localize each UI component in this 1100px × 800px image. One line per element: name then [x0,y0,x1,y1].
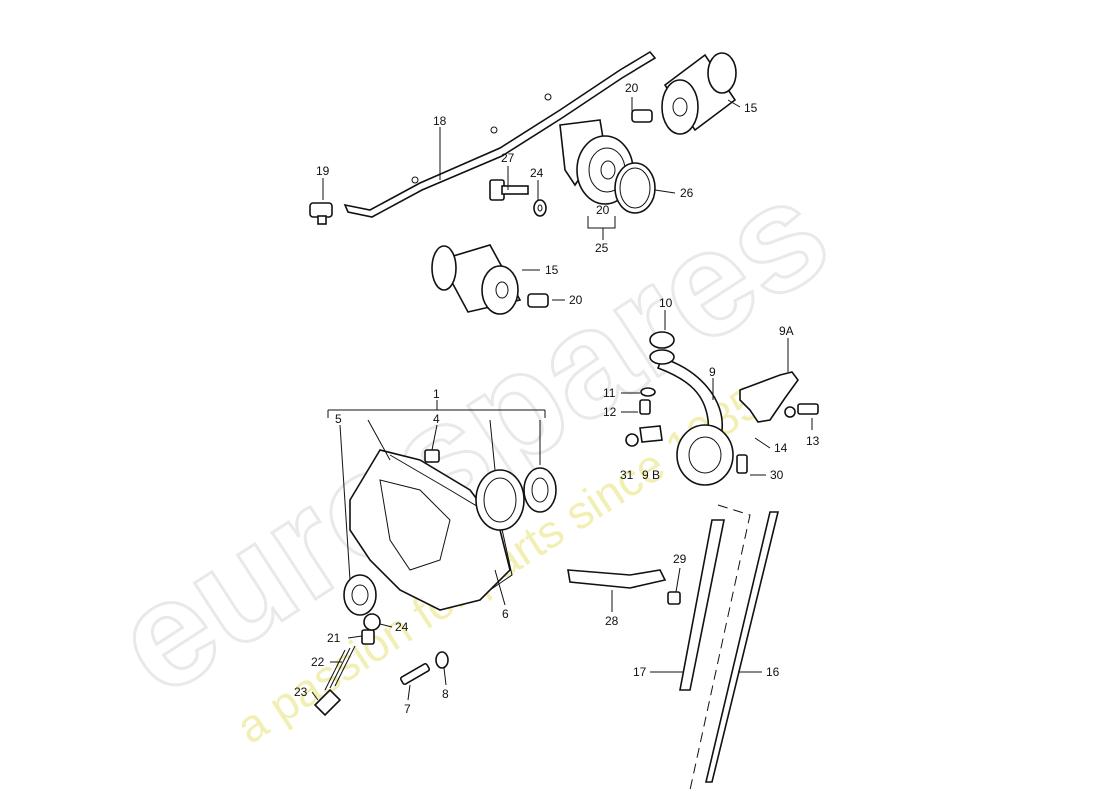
callout-20-lower: 20 [569,293,583,307]
dipstick-frame [689,504,751,791]
callout-28: 28 [605,614,619,628]
clamp-9b [639,425,663,443]
plug-23 [313,688,342,717]
callout-4: 4 [433,412,440,426]
callout-31: 31 [620,468,634,482]
callout-24-pump: 24 [395,620,409,634]
callout-24-top: 24 [530,166,544,180]
callout-23: 23 [294,685,308,699]
nut-31 [625,433,639,447]
washer-14 [784,406,796,418]
washer-24-top [533,199,547,217]
callout-7: 7 [404,702,411,716]
callout-20-top: 20 [625,81,639,95]
nipple-20-lower [527,293,549,308]
callout-21: 21 [327,631,341,645]
hollow-bolt-27 [489,179,529,201]
washer-24-pump [363,613,381,631]
callout-27: 27 [501,151,515,165]
callout-9a: 9A [779,324,794,338]
callout-15-top: 15 [744,101,758,115]
bolt-4 [424,449,440,463]
callout-20-housing: 20 [596,203,610,217]
washer-11 [640,387,656,397]
callout-5: 5 [335,412,342,426]
callout-11: 11 [603,386,616,400]
callout-12: 12 [603,405,617,419]
spring-22 [324,645,356,691]
callout-16: 16 [766,665,780,679]
dipstick-16 [704,511,780,783]
seal-ring-26 [614,162,656,214]
oil-line-18 [343,50,657,218]
bolt-30 [736,454,748,474]
oil-pump-housing-5 [349,449,511,611]
callout-8: 8 [442,687,449,701]
callout-15-lower: 15 [545,263,559,277]
callout-13: 13 [806,434,820,448]
callout-18: 18 [433,114,447,128]
callout-19: 19 [316,164,330,178]
callout-labels: 18 19 27 24 20 15 20 25 26 15 20 10 9A 9… [294,81,820,716]
callout-30: 30 [770,468,784,482]
seal-ring-5 [343,574,377,616]
callout-1: 1 [433,387,440,401]
callout-10: 10 [659,296,673,310]
callout-25: 25 [595,241,609,255]
leader-lines [311,97,813,701]
nipple-20-top [631,109,653,123]
bolt-13 [797,403,819,415]
dipstick-tube-17 [679,519,725,691]
gear-inner [523,467,557,513]
clip-29 [667,591,681,605]
bracket-9a [739,371,799,423]
callout-17: 17 [633,665,647,679]
banjo-fitting-19 [309,202,333,225]
bolt-7 [399,662,431,686]
bracket-28 [567,569,667,589]
callout-22: 22 [311,655,325,669]
oil-filter-15-top [661,52,737,135]
callout-9b: 9 B [642,468,660,482]
callout-9: 9 [709,365,716,379]
plunger-21 [361,629,375,645]
oil-filter-15-lower [431,244,522,315]
callout-26: 26 [680,186,694,200]
callout-14: 14 [774,441,788,455]
gasket-10 [649,331,675,365]
callout-6: 6 [502,607,509,621]
bolt-12 [639,399,651,415]
callout-29: 29 [673,552,687,566]
gear-ring-outer [475,469,525,531]
washer-8 [435,651,449,669]
